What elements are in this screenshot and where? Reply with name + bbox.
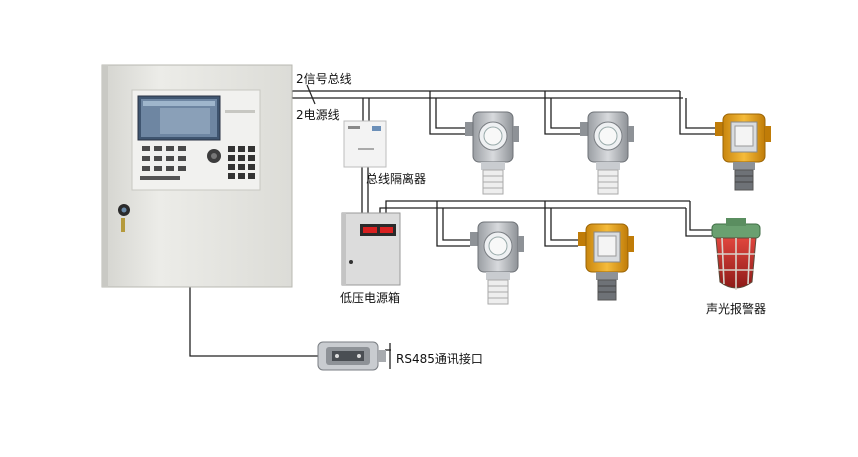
lower-bus-power (385, 200, 690, 214)
gas-detector-icon (580, 111, 634, 195)
bus-isolator-icon (343, 120, 387, 168)
gas-alarm-controller-icon (101, 64, 293, 288)
bus-break-mark (306, 84, 316, 105)
rs485-module-icon (317, 341, 386, 371)
bus-isolator-label: 总线隔离器 (366, 172, 427, 186)
lower-bus-signal (379, 207, 686, 214)
detector-2-wire (544, 91, 580, 135)
detector-5-wire (544, 201, 578, 247)
detector-3-wire (679, 91, 715, 135)
alarm-wire (685, 208, 712, 237)
gas-detector-icon (465, 111, 519, 195)
alarm-label: 声光报警器 (706, 302, 767, 316)
signal-bus-label: 2信号总线 (296, 72, 352, 86)
gas-detector-icon (470, 221, 524, 305)
detector-4-wire (436, 201, 470, 247)
gas-detector-icon (578, 223, 634, 301)
rs485-label: RS485通讯接口 (396, 352, 483, 366)
wiring (189, 90, 715, 369)
power-box-label: 低压电源箱 (340, 291, 401, 305)
power-line-label: 2电源线 (296, 108, 340, 122)
rs485-wire (189, 287, 318, 357)
power-supply-box-icon (341, 212, 401, 286)
gas-detector-icon (715, 113, 771, 191)
detector-1-wire (429, 91, 465, 135)
sound-light-alarm-icon (711, 218, 761, 290)
